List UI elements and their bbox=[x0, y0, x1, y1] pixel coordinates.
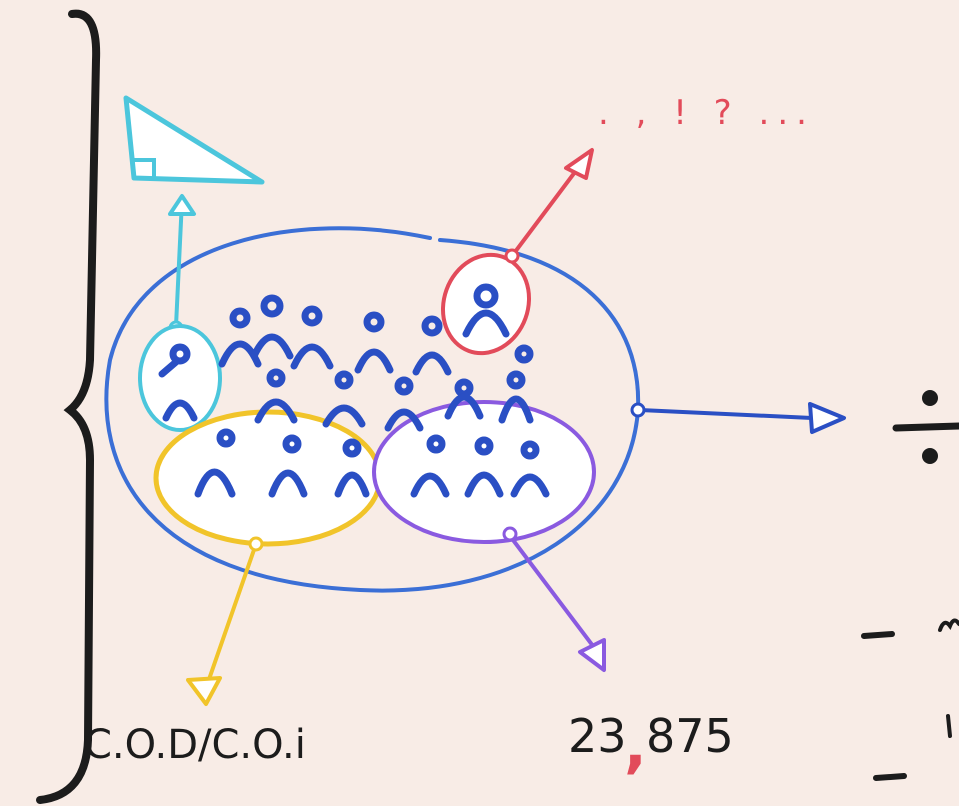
person-icon bbox=[254, 368, 298, 424]
person-icon bbox=[410, 434, 450, 498]
division-sign-icon bbox=[892, 390, 959, 464]
person-icon bbox=[268, 434, 308, 498]
cyan-subgroup-ellipse bbox=[138, 324, 222, 432]
person-icon bbox=[462, 283, 510, 338]
person-icon bbox=[194, 428, 236, 498]
person-icon bbox=[322, 370, 366, 428]
person-icon bbox=[354, 311, 394, 374]
person-figures bbox=[158, 283, 550, 498]
number-comma: , bbox=[624, 711, 647, 781]
person-icon bbox=[444, 378, 484, 420]
person-icon bbox=[290, 305, 334, 370]
person-icon bbox=[158, 343, 198, 422]
person-icon bbox=[514, 344, 534, 364]
person-icon bbox=[510, 440, 550, 498]
person-icon bbox=[464, 436, 504, 498]
right-triangle-icon bbox=[123, 95, 265, 185]
person-icon bbox=[384, 376, 424, 432]
complements-label: C.O.D/C.O.i bbox=[84, 722, 306, 768]
red-arrow bbox=[504, 148, 594, 264]
number-integer-part: 23 bbox=[568, 709, 627, 763]
left-brace bbox=[36, 9, 101, 804]
person-icon bbox=[498, 370, 534, 424]
person-icon bbox=[250, 294, 294, 360]
yellow-arrow bbox=[186, 536, 264, 706]
purple-arrow bbox=[502, 526, 606, 672]
cutoff-list-marks bbox=[861, 618, 959, 781]
number-decimal-part: 875 bbox=[646, 709, 734, 763]
punctuation-label: . , ! ? ... bbox=[598, 93, 815, 133]
decimal-number: 23 , 875 bbox=[568, 709, 734, 781]
person-icon bbox=[334, 438, 370, 498]
person-icon bbox=[412, 315, 452, 376]
blue-arrow bbox=[630, 402, 846, 434]
